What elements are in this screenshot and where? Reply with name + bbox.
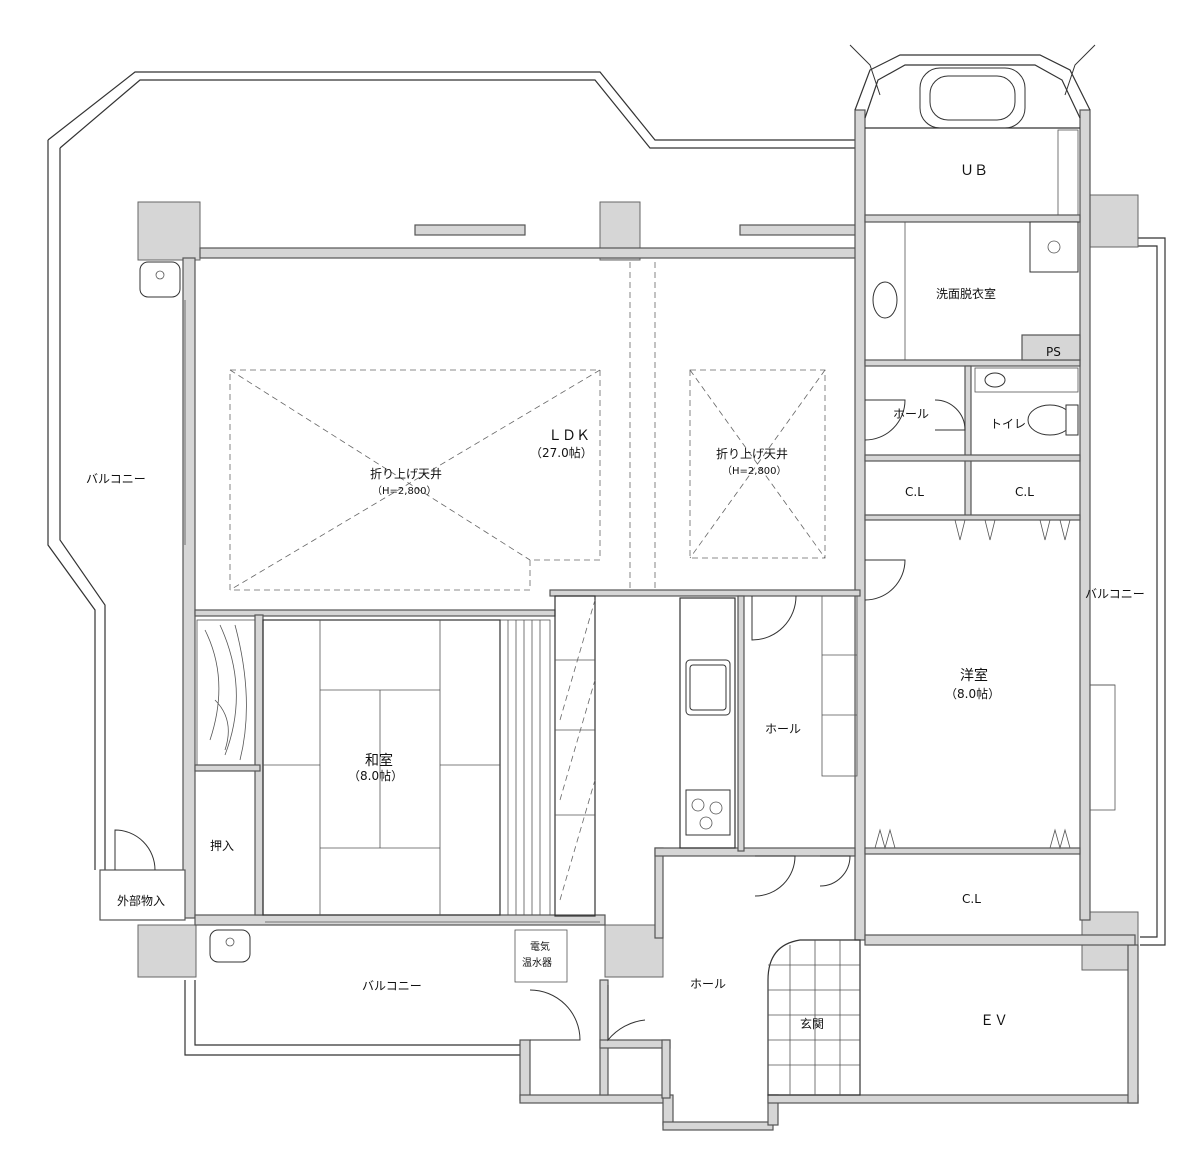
balcony-sink-bottom: [209, 929, 251, 963]
label-ub: ＵＢ: [960, 163, 988, 179]
label-washroom: 洗面脱衣室: [936, 286, 996, 301]
outdoor-storage-box: [99, 869, 186, 921]
label-water-heater-1: 電気: [530, 940, 550, 953]
label-cl-3: C.L: [962, 892, 981, 906]
tatami-mats: [262, 619, 501, 916]
window-marks: [184, 300, 1116, 923]
label-outdoor-storage: 外部物入: [117, 893, 165, 908]
entrance-tiles: [767, 939, 861, 1096]
balcony-sink-top: [139, 261, 181, 298]
label-hall-mid: ホール: [765, 722, 801, 736]
water-heater-box: [514, 929, 568, 983]
label-balcony-bottom: バルコニー: [362, 979, 422, 993]
pillar-bottom-left: [137, 924, 197, 978]
hall-shelf: [821, 595, 858, 777]
balcony-bottom-outline: [184, 980, 525, 1056]
label-japanese-size: （8.0帖）: [348, 768, 403, 783]
label-western-size: （8.0帖）: [945, 686, 1000, 701]
label-water-heater-2: 温水器: [522, 957, 552, 969]
label-ceiling-2: 折り上げ天井: [716, 446, 788, 461]
cupboard: [554, 595, 596, 917]
label-ceiling-1-height: （H=2,800）: [372, 485, 437, 497]
exterior-walls: [182, 54, 1139, 1131]
pillar-bottom-mid: [604, 924, 664, 978]
label-balcony-right: バルコニー: [1085, 587, 1145, 601]
label-ev: ＥＶ: [980, 1013, 1008, 1029]
label-toilet: トイレ: [990, 417, 1026, 431]
label-entrance: 玄関: [800, 1016, 824, 1031]
balcony-left-outline: [47, 71, 855, 870]
bathtub: [865, 67, 1080, 216]
label-japanese-room: 和室: [365, 752, 393, 769]
label-cl-2: C.L: [1015, 485, 1034, 499]
kitchen-counter: [679, 597, 736, 849]
ceiling-second: [689, 369, 826, 559]
interior-walls: [194, 214, 1081, 916]
label-balcony-left: バルコニー: [86, 472, 146, 486]
label-ps: PS: [1046, 345, 1061, 359]
pillar-top-left: [137, 201, 201, 261]
label-closet: 押入: [210, 839, 234, 853]
label-western-room: 洋室: [960, 667, 988, 684]
washroom-fixtures: [864, 221, 1079, 361]
balcony-right-outline: [1138, 237, 1166, 946]
closet-fold-marks: [874, 519, 1071, 850]
label-ldk-size: （27.0帖）: [530, 445, 593, 460]
label-ldk: ＬＤＫ: [548, 428, 590, 444]
tokonoma-wood: [196, 619, 256, 766]
label-hall-top: ホール: [893, 407, 929, 421]
tatami-edge-hatch: [499, 619, 551, 916]
label-ceiling-2-height: （H=2,800）: [722, 465, 787, 477]
label-cl-1: C.L: [905, 485, 924, 499]
label-ceiling-1: 折り上げ天井: [370, 466, 442, 481]
toilet-fixture: [974, 367, 1079, 436]
ceiling-ldk: [229, 369, 601, 591]
doors: [114, 44, 1096, 1042]
label-hall-bottom: ホール: [690, 977, 726, 991]
